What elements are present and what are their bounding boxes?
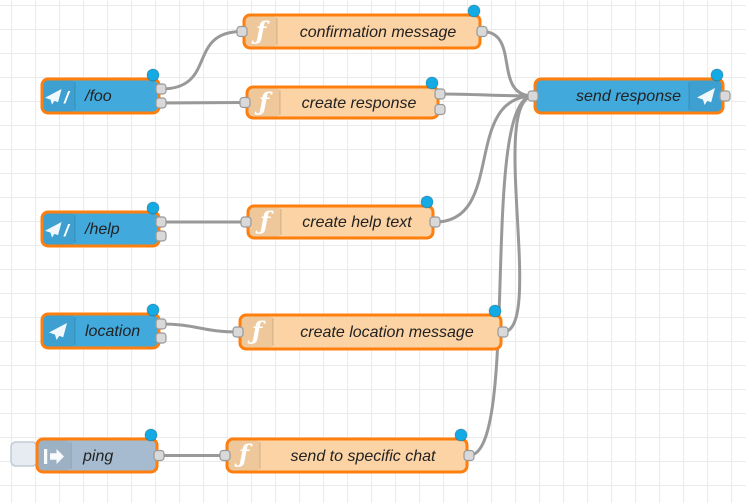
changed-indicator: [420, 195, 434, 209]
output-port-1[interactable]: [155, 216, 167, 228]
wire-create-response-to-send-response[interactable]: [438, 92, 535, 98]
input-port[interactable]: [239, 96, 251, 109]
node-help[interactable]: / /help: [40, 201, 167, 248]
input-port[interactable]: [240, 216, 252, 228]
output-port-1[interactable]: [155, 83, 167, 95]
output-port-2[interactable]: [155, 230, 167, 242]
node-icon-box: [241, 316, 273, 348]
input-port[interactable]: [236, 25, 248, 38]
changed-indicator: [146, 303, 160, 317]
function-f-icon: ƒ: [254, 87, 273, 116]
paper-plane-icon: [697, 88, 715, 105]
output-port-1[interactable]: [497, 326, 509, 338]
inject-button[interactable]: [10, 441, 38, 467]
wire-foo-to-confirmation-message[interactable]: [159, 30, 244, 91]
node-label: confirmation message: [300, 24, 457, 41]
output-port-1[interactable]: [429, 216, 441, 228]
node-foo[interactable]: / /foo: [40, 68, 167, 115]
node-icon-box: [248, 88, 280, 117]
node-label: ping: [82, 448, 113, 465]
wire-create-location-message-to-send-response[interactable]: [501, 94, 535, 334]
node-label: create response: [302, 95, 417, 112]
input-port[interactable]: [219, 449, 231, 462]
output-port-1[interactable]: [155, 318, 167, 330]
node-label: /help: [84, 221, 120, 238]
changed-indicator: [488, 304, 502, 318]
input-port[interactable]: [232, 326, 244, 338]
node-create-help-text[interactable]: ƒ create help text: [240, 195, 441, 240]
node-location[interactable]: location: [40, 303, 167, 350]
function-f-icon: ƒ: [255, 206, 274, 235]
wire-send-to-specific-chat-to-send-response[interactable]: [467, 94, 535, 457]
output-port-2[interactable]: [155, 97, 167, 109]
node-body[interactable]: [40, 77, 161, 115]
wires-layer: [157, 30, 535, 458]
output-port-2[interactable]: [155, 332, 167, 344]
output-port-1[interactable]: [434, 88, 446, 100]
node-label: /foo: [84, 88, 112, 105]
command-slash-glyph: /: [63, 88, 71, 107]
changed-indicator: [454, 428, 468, 442]
changed-indicator: [146, 201, 160, 215]
command-slash-glyph: /: [63, 221, 71, 240]
node-label: send response: [576, 88, 681, 105]
paper-plane-slash-icon: /: [45, 221, 71, 240]
node-label: create help text: [302, 214, 412, 231]
node-confirmation-message[interactable]: ƒ confirmation message: [236, 4, 488, 50]
node-create-location-message[interactable]: ƒ create location message: [232, 304, 509, 351]
output-port-2[interactable]: [434, 103, 446, 116]
changed-indicator: [467, 4, 481, 18]
output-port-1[interactable]: [719, 90, 731, 102]
input-port[interactable]: [527, 90, 539, 102]
wire-confirmation-message-to-send-response[interactable]: [480, 30, 535, 98]
inject-arrow-icon: [44, 449, 64, 464]
changed-indicator: [146, 68, 160, 82]
node-label: create location message: [300, 324, 474, 341]
node-send-response[interactable]: send response: [527, 68, 731, 115]
node-label: location: [85, 323, 140, 340]
changed-indicator: [144, 428, 158, 442]
node-icon-box: [228, 440, 260, 471]
node-icon-box: [249, 207, 281, 237]
node-body[interactable]: [40, 312, 161, 350]
changed-indicator: [425, 76, 439, 90]
wire-location-to-create-location-message[interactable]: [159, 322, 240, 334]
output-port-1[interactable]: [153, 449, 165, 462]
paper-plane-icon: [49, 323, 67, 340]
changed-indicator: [710, 68, 724, 82]
output-port-1[interactable]: [463, 449, 475, 462]
wire-create-help-text-to-send-response[interactable]: [433, 94, 535, 224]
node-icon-box: [245, 16, 277, 47]
node-label: send to specific chat: [291, 448, 437, 465]
node-ping[interactable]: ping: [10, 428, 165, 474]
node-send-to-specific-chat[interactable]: ƒ send to specific chat: [219, 428, 475, 474]
wire-foo-to-create-response[interactable]: [159, 101, 247, 105]
function-f-icon: ƒ: [234, 439, 253, 468]
paper-plane-slash-icon: /: [45, 88, 71, 107]
function-f-icon: ƒ: [251, 16, 270, 45]
node-create-response[interactable]: ƒ create response: [239, 76, 446, 120]
node-body[interactable]: [40, 210, 161, 248]
function-f-icon: ƒ: [247, 316, 266, 345]
output-port-1[interactable]: [476, 25, 488, 38]
